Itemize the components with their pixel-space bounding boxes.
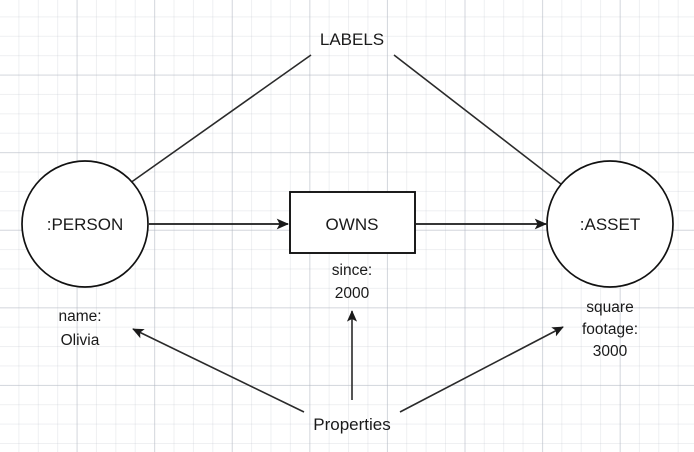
person-property-key: name: [58, 308, 101, 325]
owns-property-value: 2000 [335, 285, 370, 302]
relationship-owns-box[interactable] [289, 191, 416, 254]
labels-to-asset-arrow [393, 54, 589, 206]
properties-to-person-property-arrow [132, 328, 305, 413]
node-asset-circle[interactable] [546, 160, 674, 288]
person-property-value: Olivia [61, 332, 100, 349]
node-person-label: :PERSON [47, 215, 124, 234]
node-asset-label: :ASSET [580, 215, 640, 234]
asset-property-value: 3000 [593, 343, 628, 360]
owns-property-key: since: [332, 262, 373, 279]
relationship-owns-label: OWNS [326, 215, 379, 234]
properties-to-asset-property-arrow [399, 326, 564, 413]
node-person-circle[interactable] [21, 160, 149, 288]
labels-annotation-text: LABELS [320, 30, 384, 49]
properties-annotation-text: Properties [313, 415, 390, 434]
asset-property-key-line2: footage: [582, 321, 638, 338]
labels-to-person-arrow [98, 54, 312, 206]
asset-property-key-line1: square [586, 299, 633, 316]
